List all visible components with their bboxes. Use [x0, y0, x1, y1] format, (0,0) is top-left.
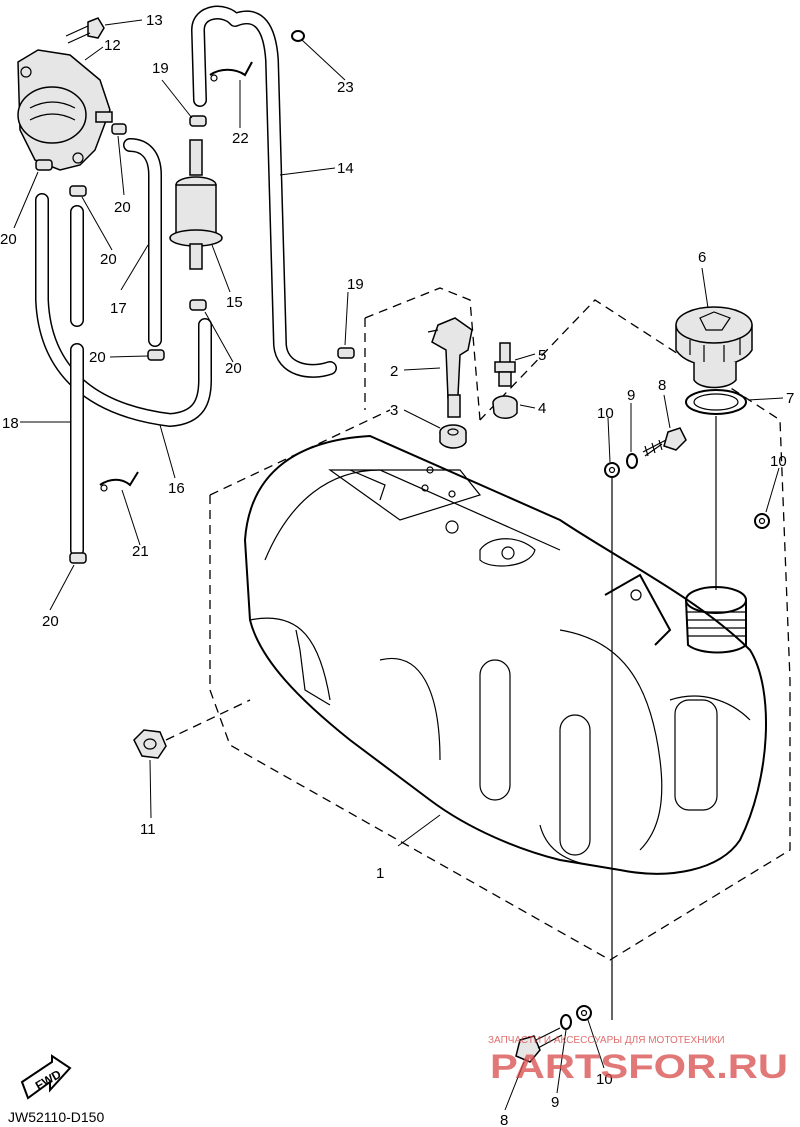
hose-16	[35, 193, 212, 427]
clip-21	[99, 471, 139, 492]
clamp-19-b	[337, 347, 355, 359]
clamp-20-a	[35, 159, 53, 171]
callout-9-top: 9	[627, 387, 635, 404]
bolt-13	[65, 17, 105, 44]
callout-8-bottom: 8	[500, 1112, 508, 1127]
hose-14	[191, 5, 337, 378]
gasket-7	[685, 389, 747, 415]
grommet-3	[439, 424, 467, 449]
watermark-brand: PARTSFOR.RU	[490, 1048, 788, 1086]
callout-20-b: 20	[100, 251, 117, 268]
hose-17	[123, 138, 162, 347]
outlet-elbow	[427, 317, 473, 418]
callout-10-top: 10	[597, 405, 614, 422]
leader-lines	[13, 19, 784, 1111]
callout-20-a: 20	[0, 231, 17, 248]
callout-2: 2	[390, 363, 398, 380]
callout-numbers: 1 2 3 4 5 6 7 8 9 10 10 11 12 13 14 15 1…	[0, 12, 794, 1127]
washer-10-top	[604, 462, 620, 478]
clamp-20-f	[69, 552, 87, 564]
grommet-4	[492, 395, 518, 419]
fuel-cap	[675, 306, 753, 389]
assembly-outline	[209, 287, 791, 961]
nipple-5	[494, 342, 516, 387]
watermark: ЗАПЧАСТИ И АКСЕССУАРЫ ДЛЯ МОТОТЕХНИКИ PA…	[488, 1035, 788, 1086]
callout-22: 22	[232, 130, 249, 147]
clamp-20-d	[147, 349, 165, 361]
diagram-code: JW52110-D150	[8, 1109, 104, 1125]
clamp-19-a	[189, 115, 207, 127]
callout-8-top: 8	[658, 377, 666, 394]
washer-23	[291, 30, 305, 42]
callout-9-bottom: 9	[551, 1094, 559, 1111]
callout-5: 5	[538, 347, 546, 364]
callout-17: 17	[110, 300, 127, 317]
callout-21: 21	[132, 543, 149, 560]
callout-1: 1	[376, 865, 384, 882]
callout-3: 3	[390, 402, 398, 419]
callout-18: 18	[2, 415, 19, 432]
callout-11: 11	[140, 821, 156, 838]
bolt-8-bottom	[515, 1027, 563, 1063]
callout-13: 13	[146, 12, 163, 29]
callout-19-b: 19	[347, 276, 364, 293]
callout-20-f: 20	[42, 613, 59, 630]
washer-9-bottom	[560, 1014, 572, 1030]
washer-10-right	[754, 513, 770, 529]
callout-14: 14	[337, 160, 354, 177]
callout-6: 6	[698, 249, 706, 266]
clip-22	[209, 61, 253, 82]
callout-20-d: 20	[89, 349, 106, 366]
clamp-20-e	[189, 299, 207, 311]
washer-9-top	[626, 453, 638, 469]
callout-4: 4	[538, 400, 546, 417]
fuel-cock	[17, 49, 113, 171]
fwd-arrow: FWD	[20, 1054, 72, 1100]
callout-10-bottom: 10	[596, 1071, 613, 1088]
callout-15: 15	[226, 294, 243, 311]
callout-16: 16	[168, 480, 185, 497]
washer-10-bottom	[576, 1005, 592, 1021]
callout-20-e: 20	[225, 360, 242, 377]
fuel-filter	[169, 139, 223, 270]
callout-19-a: 19	[152, 60, 169, 77]
callout-7: 7	[786, 390, 794, 407]
callout-10-right: 10	[770, 453, 787, 470]
watermark-tagline: ЗАПЧАСТИ И АКСЕССУАРЫ ДЛЯ МОТОТЕХНИКИ	[488, 1035, 725, 1046]
callout-23: 23	[337, 79, 354, 96]
callout-20-c: 20	[114, 199, 131, 216]
nut-11	[133, 699, 251, 759]
clamp-20-b	[69, 185, 87, 197]
clamp-20-c	[111, 123, 127, 135]
fuel-tank	[243, 434, 767, 875]
bolt-8-top	[642, 427, 687, 457]
callout-12: 12	[104, 37, 121, 54]
